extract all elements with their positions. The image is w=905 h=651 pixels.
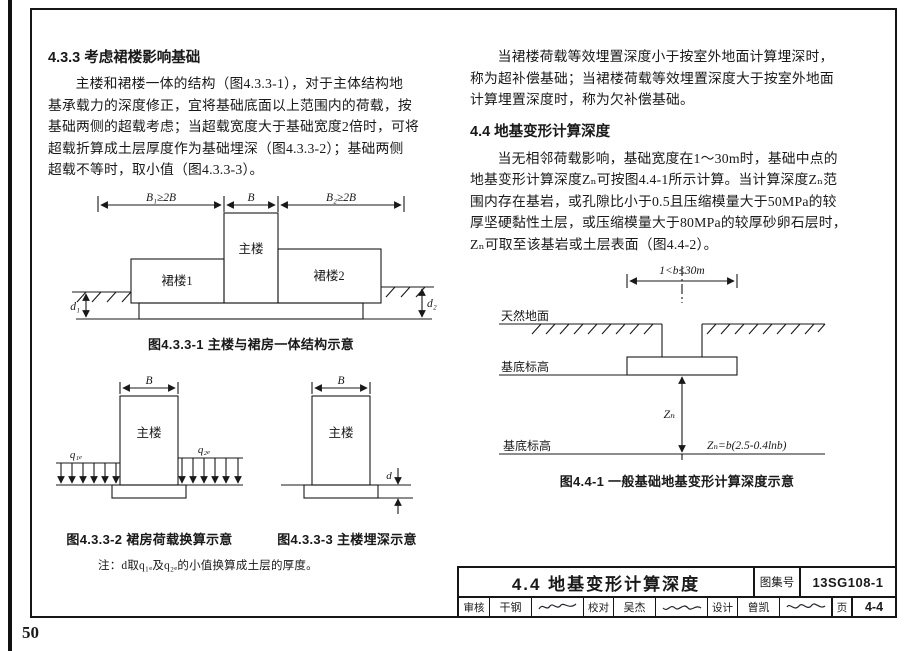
load-arrows-right bbox=[178, 457, 242, 484]
body-text-line: 基承载力的深度修正，宜将基础底面以上范围内的荷载，按 bbox=[48, 97, 412, 113]
base-slab-outline bbox=[303, 483, 379, 499]
sheet-number: 4-4 bbox=[851, 598, 895, 616]
dim-extension-ticks bbox=[311, 381, 371, 394]
body-text-line: Zₙ可取至该基岩或土层表面（图4.4-2）。 bbox=[470, 236, 718, 252]
ground-hatch-right bbox=[706, 323, 826, 335]
designer-name: 曾凯 bbox=[737, 598, 779, 616]
figure-4-4-1-caption: 图4.4-1 一般基础地基变形计算深度示意 bbox=[559, 474, 795, 489]
figure-4-3-3-2-caption: 图4.3.3-2 裙房荷载换算示意 bbox=[66, 531, 233, 547]
base-elevation-label-upper: 基底标高 bbox=[501, 359, 549, 374]
figure-note: 注：d取q₁ₑ及q₂ₑ的小值换算成土层的厚度。 bbox=[98, 559, 318, 572]
dim-label-b: B bbox=[337, 375, 344, 387]
ground-hatch-left bbox=[531, 323, 654, 335]
title-block-signature-row: 审核 干钢 校对 吴杰 设计 曾凯 页 4-4 bbox=[459, 598, 895, 616]
q1-label: q₁ₑ bbox=[70, 449, 82, 461]
left-column: 4.3.3 考虑裙楼影响基础 主楼和裙楼一体的结构（图4.3.3-1），对于主体… bbox=[48, 46, 454, 573]
section-heading-4-4: 4.4 地基变形计算深度 bbox=[470, 123, 611, 140]
section-heading-4-3-3: 4.3.3 考虑裙楼影响基础 bbox=[48, 50, 201, 66]
dim-label-b: B bbox=[247, 192, 254, 204]
natural-ground-label: 天然地面 bbox=[501, 308, 549, 323]
atlas-number-label: 图集号 bbox=[755, 568, 801, 596]
body-text-line: 厚坚硬黏性土层，或压缩模量大于80MPa的较厚砂卵石层时， bbox=[470, 215, 847, 230]
paragraph-4-4: 当无相邻荷载影响，基础宽度在1～30m时，基础中点的 地基变形计算深度Zₙ可按图… bbox=[470, 148, 884, 256]
main-tower-outline bbox=[311, 394, 371, 486]
ground-hatch-left bbox=[76, 291, 132, 302]
checker-name: 吴杰 bbox=[613, 598, 655, 616]
dim-label-b: B bbox=[145, 375, 152, 387]
signature-scribble-icon bbox=[785, 603, 825, 609]
sheet-label: 页 bbox=[831, 598, 851, 616]
zn-label: Zₙ bbox=[663, 407, 675, 421]
base-slab-outline bbox=[138, 301, 364, 320]
figure-4-3-3-3-diagram: B 主楼 d bbox=[281, 375, 413, 514]
figure-4-4-1-diagram: 1<b≤30m 天然地面 基底标高 Zₙ Zₙ=b(2.5-0.4lnb) 基底… bbox=[499, 265, 826, 463]
atlas-number-value: 13SG108-1 bbox=[812, 574, 884, 590]
d-label: d bbox=[386, 470, 392, 482]
dim-extension-ticks bbox=[119, 381, 179, 394]
designer-signature bbox=[779, 598, 831, 616]
body-text-line: 超载折算成土层厚度作为基础埋深（图4.3.3-2）；基础两侧 bbox=[48, 140, 404, 156]
dim-label-b: 1<b≤30m bbox=[659, 265, 704, 277]
figure-4-3-3-2-diagram: B 主楼 q₁ₑ q₂ₑ bbox=[56, 375, 243, 499]
body-text-line: 超载不等时，取小值（图4.3.3-3）。 bbox=[48, 162, 264, 177]
reviewer-label: 审核 bbox=[463, 601, 485, 614]
body-text-line: 围内存在基岩，或孔隙比小于0.5且压缩模量大于50MPa的较 bbox=[470, 193, 837, 209]
title-block-row-1: 4.4 地基变形计算深度 图集号 13SG108-1 bbox=[459, 568, 895, 598]
body-text-line: 地基变形计算深度Zₙ可按图4.4-1所示计算。当计算深度Zₙ范 bbox=[470, 172, 838, 187]
dim-extension-ticks bbox=[97, 195, 405, 212]
paragraph-4-3-3: 主楼和裙楼一体的结构（图4.3.3-1），对于主体结构地 基承载力的深度修正，宜… bbox=[48, 73, 454, 181]
right-column: 当裙楼荷载等效埋置深度小于按室外地面计算埋深时， 称为超补偿基础；当裙楼荷载等效… bbox=[470, 46, 884, 490]
signature-scribble-icon bbox=[662, 605, 701, 611]
body-text-line: 称为超补偿基础；当裙楼荷载等效埋置深度大于按室外地面 bbox=[470, 70, 834, 86]
base-elevation-label-lower: 基底标高 bbox=[503, 438, 551, 453]
q2-label: q₂ₑ bbox=[198, 444, 210, 456]
body-text-line: 当无相邻荷载影响，基础宽度在1～30m时，基础中点的 bbox=[497, 150, 838, 166]
checker-signature bbox=[655, 598, 707, 616]
title-block-section-title: 4.4 地基变形计算深度 bbox=[459, 568, 755, 596]
body-text-line: 当裙楼荷载等效埋置深度小于按室外地面计算埋深时， bbox=[497, 49, 834, 64]
load-arrows-left bbox=[57, 462, 120, 484]
main-tower-label: 主楼 bbox=[136, 425, 161, 440]
binding-edge-line bbox=[8, 0, 12, 651]
signature-scribble-icon bbox=[537, 603, 576, 610]
main-tower-outline bbox=[119, 394, 179, 486]
podium1-label: 裙楼1 bbox=[161, 273, 192, 288]
main-tower-label: 主楼 bbox=[328, 425, 353, 440]
figure-row: B 主楼 q₁ₑ q₂ₑ 图4.3.3-2 裙房荷载换算示意 bbox=[48, 375, 454, 548]
reviewer-signature bbox=[531, 598, 583, 616]
footing-outline bbox=[626, 356, 738, 376]
content-frame: 4.3.3 考虑裙楼影响基础 主楼和裙楼一体的结构（图4.3.3-1），对于主体… bbox=[30, 8, 897, 618]
base-slab-outline bbox=[111, 483, 187, 499]
title-block: 4.4 地基变形计算深度 图集号 13SG108-1 审核 干钢 校对 吴杰 设… bbox=[457, 566, 895, 616]
body-text-line: 计算埋置深度时，称为欠补偿基础。 bbox=[470, 92, 694, 107]
d1-label: d₁ bbox=[70, 301, 80, 313]
main-tower-outline bbox=[223, 211, 279, 304]
page-number: 50 bbox=[22, 623, 39, 642]
d2-label: d₂ bbox=[427, 298, 437, 310]
dim-label-b2: B₂≥2B bbox=[326, 192, 356, 204]
reviewer-name: 干钢 bbox=[489, 598, 531, 616]
body-text-line: 基础两侧的超载考虑；当超载宽度大于基础宽度2倍时，可将 bbox=[48, 119, 420, 134]
figure-4-3-3-3-caption: 图4.3.3-3 主楼埋深示意 bbox=[277, 531, 417, 547]
designer-label: 设计 bbox=[707, 598, 737, 616]
figure-4-3-3-3-box: B 主楼 d 图4.3.3-3 主楼埋深示意 bbox=[277, 375, 417, 548]
body-text-line: 主楼和裙楼一体的结构（图4.3.3-1），对于主体结构地 bbox=[75, 76, 404, 91]
figure-4-3-3-1-caption: 图4.3.3-1 主楼与裙房一体结构示意 bbox=[147, 336, 355, 352]
checker-label: 校对 bbox=[583, 598, 613, 616]
podium2-label: 裙楼2 bbox=[313, 268, 344, 283]
paragraph-compensation: 当裙楼荷载等效埋置深度小于按室外地面计算埋深时， 称为超补偿基础；当裙楼荷载等效… bbox=[470, 46, 884, 111]
figure-4-3-3-1-diagram: B₁≥2B B B₂≥2B 主楼 裙楼1 裙楼2 d₁ d₂ bbox=[70, 192, 437, 320]
zn-formula: Zₙ=b(2.5-0.4lnb) bbox=[707, 440, 787, 452]
figure-4-3-3-2-box: B 主楼 q₁ₑ q₂ₑ 图4.3.3-2 裙房荷载换算示意 bbox=[52, 375, 247, 548]
dim-label-b1: B₁≥2B bbox=[146, 192, 176, 204]
dim-extension-ticks bbox=[626, 274, 738, 288]
main-tower-label: 主楼 bbox=[238, 241, 263, 256]
ground-hatch-right bbox=[385, 286, 426, 297]
